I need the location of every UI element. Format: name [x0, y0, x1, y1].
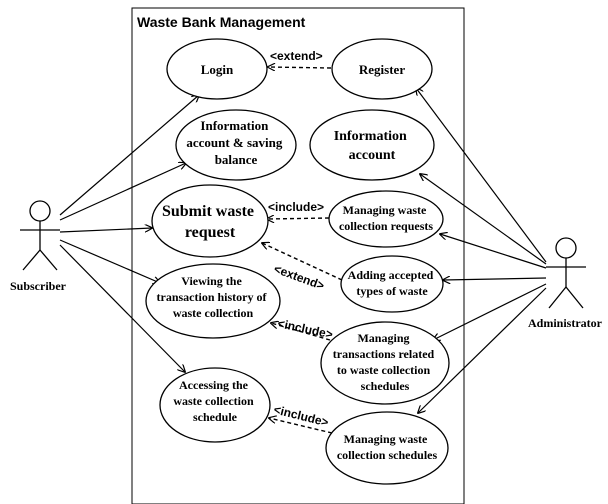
- use-case-label: Submit waste: [162, 203, 254, 220]
- use-case-label: schedule: [193, 410, 238, 424]
- assoc-admin-managing-schedules: [418, 287, 547, 413]
- include-arrow-viewing-transactions: [271, 323, 331, 341]
- use-case-submit-request[interactable]: Submit waste request: [151, 184, 269, 258]
- assoc-subscriber-info-saving: [59, 163, 186, 221]
- svg-text:Adding accepted types: Adding accepted types of waste: [348, 268, 437, 298]
- administrator-associations: [416, 88, 547, 413]
- stick-figure-icon: [546, 237, 586, 309]
- use-case-label: collection requests: [339, 219, 433, 233]
- assoc-subscriber-submit: [59, 228, 152, 233]
- extend-arrow-adding-submit: [262, 243, 343, 281]
- stick-figure-icon: [20, 200, 60, 271]
- system-title: Waste Bank Management: [137, 14, 306, 30]
- include-arrow-accessing-schedules: [269, 418, 333, 434]
- extend-arrow-register-login: [268, 67, 332, 68]
- use-case-label: Information: [334, 129, 407, 144]
- use-case-label: request: [185, 224, 236, 241]
- use-case-label: account: [349, 148, 396, 163]
- use-case-managing-requests[interactable]: Managing waste collection requests: [328, 190, 444, 248]
- use-case-label: account & saving: [186, 135, 283, 150]
- use-case-accessing-schedule[interactable]: Accessing the waste collection schedule: [159, 367, 271, 443]
- svg-text:Information account: Information account: [334, 129, 411, 163]
- svg-text:Login: Login: [201, 62, 234, 77]
- svg-text:Accessing the waste co: Accessing the waste collection schedule: [173, 378, 256, 424]
- assoc-admin-managing-transactions: [433, 283, 547, 340]
- svg-text:Managing transactions: Managing transactions related to waste c…: [333, 331, 437, 393]
- use-case-label: balance: [215, 152, 258, 167]
- svg-text:Submit waste request: Submit waste request: [162, 203, 258, 241]
- svg-text:Managing waste collect: Managing waste collection schedules: [337, 432, 438, 462]
- use-case-managing-transactions[interactable]: Managing transactions related to waste c…: [320, 321, 450, 405]
- system-boundary: [131, 7, 465, 504]
- use-case-label: to waste collection: [337, 363, 431, 377]
- assoc-admin-managing-requests: [440, 234, 547, 269]
- svg-text:Register: Register: [359, 62, 405, 77]
- use-case-register[interactable]: Register: [331, 38, 433, 100]
- use-case-label: Managing: [357, 331, 409, 345]
- assoc-subscriber-accessing: [59, 244, 185, 372]
- subscriber-associations: [59, 95, 199, 372]
- actor-subscriber: Subscriber: [10, 200, 67, 293]
- actor-administrator: Administrator: [528, 237, 603, 330]
- assoc-admin-info-account: [420, 174, 547, 265]
- use-case-adding-types[interactable]: Adding accepted types of waste: [340, 255, 444, 313]
- use-case-label: Login: [201, 62, 234, 77]
- use-case-managing-schedules[interactable]: Managing waste collection schedules: [325, 411, 449, 485]
- include-label: <include>: [276, 316, 334, 341]
- dependencies: [262, 67, 343, 434]
- assoc-subscriber-viewing: [59, 239, 160, 283]
- use-case-label: waste collection: [173, 394, 254, 408]
- use-case-info-saving[interactable]: Information account & saving balance: [175, 109, 297, 181]
- include-arrow-submit-managing: [267, 218, 330, 219]
- use-case-label: Accessing the: [179, 378, 249, 392]
- assoc-subscriber-login: [59, 95, 199, 216]
- svg-text:Information account &: Information account & saving balance: [186, 118, 285, 167]
- use-case-label: schedules: [361, 379, 410, 393]
- use-case-label: transaction history of: [157, 290, 268, 304]
- assoc-admin-register: [416, 88, 547, 263]
- use-case-label: Managing waste: [343, 203, 427, 217]
- use-case-info-account[interactable]: Information account: [309, 109, 435, 181]
- assoc-admin-adding-types: [443, 278, 547, 280]
- use-case-viewing-history[interactable]: Viewing the transaction history of waste…: [145, 263, 281, 339]
- svg-text:Viewing the transactio: Viewing the transaction history of waste…: [157, 274, 270, 320]
- use-case-label: collection schedules: [337, 448, 438, 462]
- actor-name: Subscriber: [10, 279, 67, 293]
- extend-label: <extend>: [270, 49, 323, 63]
- use-cases: Login Register Information account & sav…: [145, 38, 450, 485]
- use-case-label: Adding accepted: [348, 268, 434, 282]
- use-case-label: waste collection: [173, 306, 254, 320]
- use-case-label: Managing waste: [344, 432, 428, 446]
- actor-name: Administrator: [528, 316, 603, 330]
- use-case-label: Information: [200, 118, 269, 133]
- use-case-label: transactions related: [333, 347, 435, 361]
- svg-text:Managing waste collect: Managing waste collection requests: [339, 203, 433, 233]
- use-case-label: Register: [359, 62, 405, 77]
- use-case-label: types of waste: [356, 284, 428, 298]
- use-case-label: Viewing the: [181, 274, 242, 288]
- extend-label: <extend>: [272, 262, 326, 293]
- use-case-login[interactable]: Login: [166, 38, 268, 100]
- include-label: <include>: [268, 200, 324, 214]
